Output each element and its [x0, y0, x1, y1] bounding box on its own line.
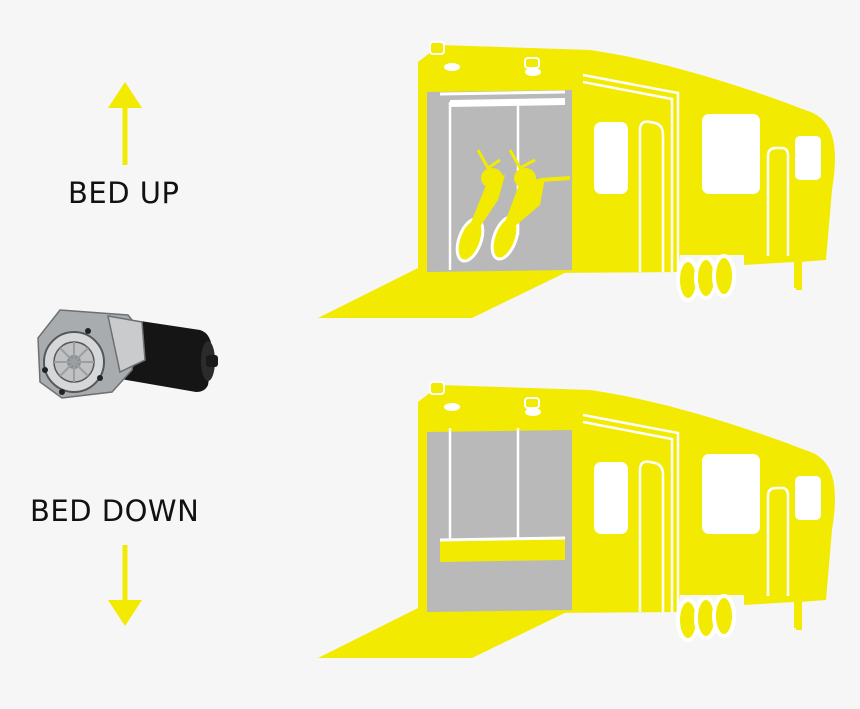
motorcycle-icon: [455, 149, 571, 263]
arrow-up-icon: [108, 82, 142, 165]
bed-up-label: BED UP: [68, 176, 180, 210]
arrow-down-icon: [108, 545, 142, 626]
trailer-bed-down: [316, 380, 837, 660]
motor-icon: [37, 309, 218, 399]
bed-down-label: BED DOWN: [30, 494, 200, 528]
trailer-bed-up: [316, 40, 837, 320]
